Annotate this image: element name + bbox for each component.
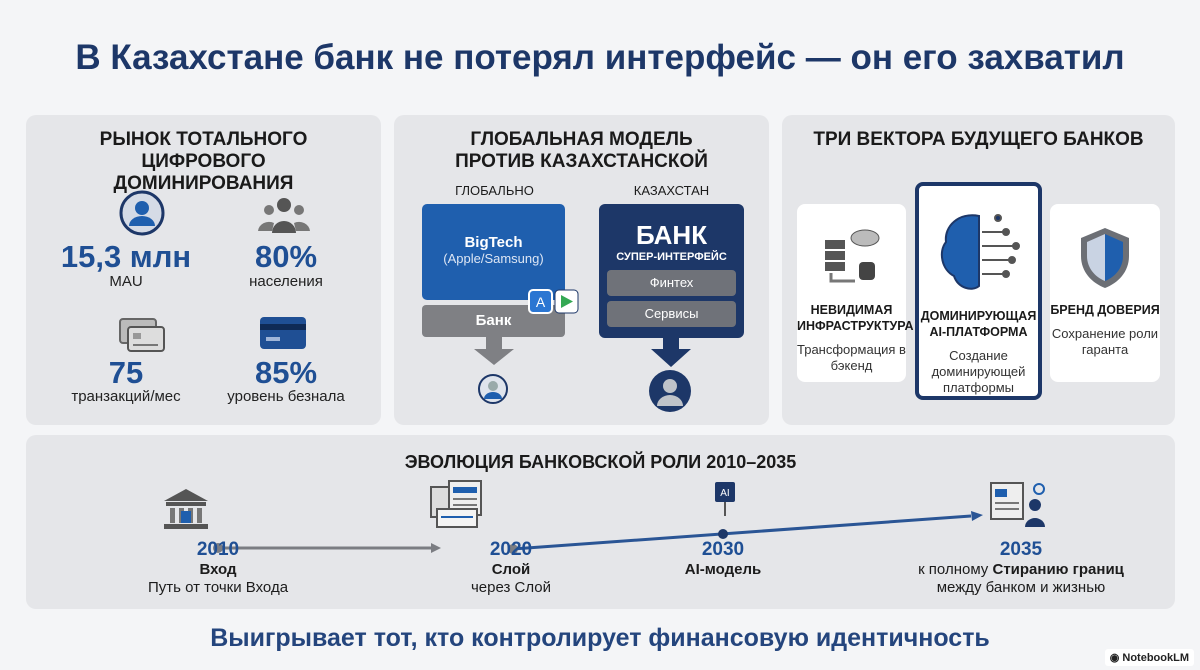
infrastructure-icon [824,229,879,283]
bigtech-title: BigTech [464,234,523,251]
shield-icon [1081,228,1129,288]
notebooklm-badge: ◉ NotebookLM [1104,649,1194,666]
step-name: Стиранию границ [992,561,1124,578]
people-icon [258,198,310,233]
vector-desc: Сохранение роли гаранта [1051,326,1159,357]
vector-desc: Трансформация в бэкенд [797,342,906,373]
timeline [213,511,983,554]
app-store-icons: A [528,289,579,314]
ai-chip-icon: AI [715,482,735,516]
vector-card-ai-platform: ДОМИНИРУЮЩАЯ AI-ПЛАТФОРМА Создание домин… [915,182,1042,400]
kz-item-fintech: Финтех [607,270,736,296]
bigtech-sub: (Apple/Samsung) [443,251,544,266]
step-year: 2035 [999,539,1043,560]
timeline-segment [512,514,972,551]
page-title: В Казахстане банк не потерял интерфейс —… [75,38,1125,77]
step-name: Вход [199,561,237,578]
stat-mau-label: MAU [109,273,143,290]
vector-title: ДОМИНИРУЮЩАЯ AI-ПЛАТФОРМА [920,309,1037,339]
svg-text:A: A [536,294,546,310]
stat-population-label: населения [249,273,323,290]
badge-text: NotebookLM [1122,652,1189,664]
market-title: РЫНОК ТОТАЛЬНОГО ЦИФРОВОГО ДОМИНИРОВАНИЯ [99,129,308,194]
evolution-panel: ЭВОЛЮЦИЯ БАНКОВСКОЙ РОЛИ 2010–2035 AI 20… [26,435,1175,609]
kz-item-services: Сервисы [607,301,736,327]
step-year: 2010 [196,539,240,560]
vector-card-infrastructure: НЕВИДИМАЯ ИНФРАСТРУКТУРА Трансформация в… [797,204,914,382]
layers-icon [430,480,482,528]
step-prefix: к полному [918,561,989,578]
step-name: AI-модель [684,561,762,578]
step-year: 2020 [489,539,533,560]
step-2030: 2030 AI-модель [623,539,823,579]
stat-population-value: 80% [254,239,318,274]
models-title: ГЛОБАЛЬНАЯ МОДЕЛЬ ПРОТИВ КАЗАХСТАНСКОЙ [455,129,708,172]
vectors-panel: ТРИ ВЕКТОРА БУДУЩЕГО БАНКОВ НЕВИДИМАЯ ИН… [782,115,1175,425]
market-panel: РЫНОК ТОТАЛЬНОГО ЦИФРОВОГО ДОМИНИРОВАНИЯ… [26,115,381,425]
kz-bank-sub: СУПЕР-ИНТЕРФЕЙС [616,251,727,263]
step-desc: между банком и жизнью [936,579,1106,596]
vector-title: БРЕНД ДОВЕРИЯ [1050,303,1160,317]
notebooklm-logo-icon: ◉ [1109,652,1123,664]
cards-icon [119,318,165,352]
step-desc: Путь от точки Входа [147,579,289,596]
card-icon [260,317,306,349]
brain-circuit-icon [940,214,1020,290]
step-2010: 2010 Вход Путь от точки Входа [118,539,318,597]
stat-cashless-label: уровень безнала [227,388,345,405]
arrow-down-icon [474,337,514,365]
user-icon [119,190,165,236]
models-panel: ГЛОБАЛЬНАЯ МОДЕЛЬ ПРОТИВ КАЗАХСТАНСКОЙ Г… [394,115,769,425]
arrow-down-icon [651,337,691,367]
vectors-title: ТРИ ВЕКТОРА БУДУЩЕГО БАНКОВ [813,129,1144,150]
step-year: 2030 [701,539,745,560]
stat-cashless-value: 85% [254,355,318,390]
kz-label: КАЗАХСТАН [633,183,710,198]
vector-title: НЕВИДИМАЯ ИНФРАСТРУКТУРА [797,303,914,333]
stat-transactions-label: транзакций/мес [71,388,181,405]
evolution-title: ЭВОЛЮЦИЯ БАНКОВСКОЙ РОЛИ 2010–2035 [404,452,797,472]
bigtech-box: BigTech (Apple/Samsung) [422,204,565,300]
user-small-icon [478,374,508,404]
step-name: Слой [491,561,531,578]
step-2035: 2035 к полному Стиранию границ между бан… [886,539,1156,597]
document-user-icon [990,482,1045,527]
stat-mau-value: 15,3 млн [60,239,192,274]
step-2020: 2020 Слой через Слой [411,539,611,597]
global-label: ГЛОБАЛЬНО [455,183,534,198]
stat-transactions-value: 75 [108,355,144,390]
step-desc: через Слой [470,579,552,596]
bank-building-icon [164,489,208,529]
svg-text:AI: AI [720,488,729,499]
vector-card-trust-brand: БРЕНД ДОВЕРИЯ Сохранение роли гаранта [1050,204,1160,382]
kz-bank-box: БАНК СУПЕР-ИНТЕРФЕЙС Финтех Сервисы [599,204,744,338]
footer-tagline: Выигрывает тот, кто контролирует финансо… [210,624,990,652]
kz-bank-title: БАНК [635,220,708,250]
user-large-icon [649,370,691,412]
vector-desc: Создание доминирующей платформы [931,348,1026,395]
